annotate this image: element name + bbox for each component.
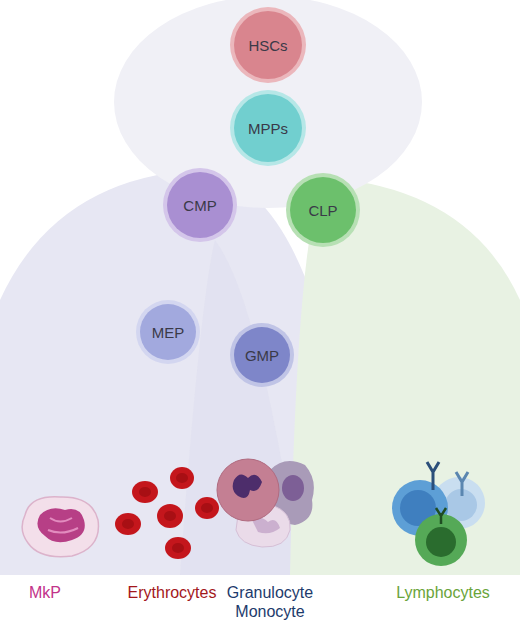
erythrocyte bbox=[165, 537, 191, 559]
cell-type-label: MkP bbox=[10, 583, 80, 602]
cell-name: MEP bbox=[152, 324, 185, 341]
circle-body bbox=[234, 94, 302, 162]
antibody-symbol bbox=[456, 472, 468, 496]
stem-cell-ellipse bbox=[114, 0, 422, 208]
cell-circle: MPPs bbox=[230, 90, 306, 166]
circle-halo bbox=[163, 168, 237, 242]
erythrocyte bbox=[115, 513, 141, 535]
erythrocyte bbox=[170, 467, 194, 489]
neutrophil-nucleus bbox=[233, 474, 262, 498]
cell-name: CMP bbox=[183, 197, 216, 214]
megakaryocyte-cell bbox=[22, 497, 98, 557]
erythrocyte-centre bbox=[122, 519, 134, 529]
cell-name: HSCs bbox=[248, 37, 287, 54]
circle-body bbox=[234, 11, 302, 79]
erythrocyte-centres bbox=[122, 473, 213, 553]
cell-name: CLP bbox=[308, 202, 337, 219]
erythrocyte-centre bbox=[172, 543, 184, 553]
circle-halo bbox=[230, 90, 306, 166]
erythrocyte bbox=[157, 504, 183, 528]
circle-halo bbox=[286, 173, 360, 247]
circle-body bbox=[234, 327, 290, 383]
cell-name: GMP bbox=[245, 347, 279, 364]
cell-type-label: Lymphocytes bbox=[383, 583, 503, 602]
megakaryocyte-nucleus bbox=[37, 508, 84, 542]
neutrophil-cell bbox=[217, 459, 279, 521]
cell-circle: CMP bbox=[163, 168, 237, 242]
cell-name: MPPs bbox=[248, 120, 288, 137]
erythrocyte-group bbox=[115, 467, 219, 559]
receptor-symbol bbox=[436, 508, 446, 524]
cell-type-label: Granulocyte Monocyte bbox=[215, 583, 325, 621]
cell-circle: GMP bbox=[230, 323, 294, 387]
antibody-symbol bbox=[427, 462, 439, 490]
erythrocyte-centre bbox=[164, 511, 176, 521]
nucleus-detail bbox=[48, 518, 78, 533]
circle-halo bbox=[136, 300, 200, 364]
erythrocyte-centre bbox=[139, 487, 151, 497]
erythrocyte-centre bbox=[176, 473, 188, 483]
circle-body bbox=[290, 177, 356, 243]
lymphoid-band bbox=[290, 178, 520, 575]
lymphocyte-nucleus bbox=[426, 527, 456, 557]
erythrocyte bbox=[195, 497, 219, 519]
erythrocyte bbox=[132, 481, 158, 503]
cell-circle: HSCs bbox=[230, 7, 306, 83]
erythrocyte-centre bbox=[201, 503, 213, 513]
myeloid-sub-band bbox=[180, 240, 300, 575]
cell-circle: MEP bbox=[136, 300, 200, 364]
circle-halo bbox=[230, 323, 294, 387]
circle-body bbox=[140, 304, 196, 360]
cell-circle: CLP bbox=[286, 173, 360, 247]
circle-halo bbox=[230, 7, 306, 83]
monocyte-nucleus bbox=[282, 475, 304, 501]
cell-type-label: Erythrocytes bbox=[112, 583, 232, 602]
circle-body bbox=[167, 172, 233, 238]
